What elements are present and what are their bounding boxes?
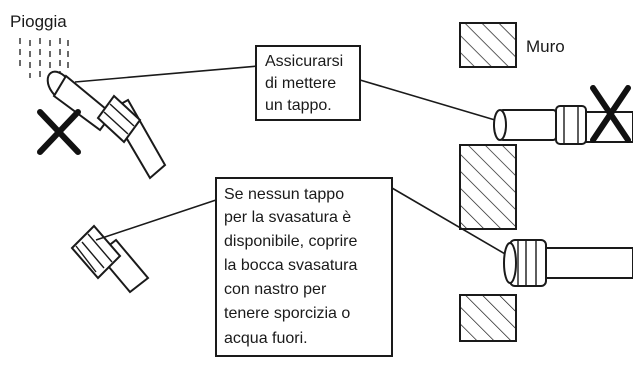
wall-middle xyxy=(459,144,517,230)
uncapped-pipe-icon xyxy=(46,70,167,180)
wall-bottom xyxy=(459,294,517,342)
wall-top xyxy=(459,22,517,68)
leader-line-cap-left xyxy=(74,65,259,83)
callout-cap-line-2: di mettere xyxy=(265,75,336,92)
callout-tape-line-1: Se nessun tappo xyxy=(224,186,344,203)
leader-line-cap-right xyxy=(359,79,496,121)
callout-tape-line-3: disponibile, coprire xyxy=(224,233,358,250)
callout-box-tape xyxy=(215,177,393,357)
callout-tape-line-6: tenere sporcizia o xyxy=(224,305,350,322)
callout-box-cap xyxy=(255,45,361,121)
leader-line-tape-left xyxy=(95,199,217,241)
taped-pipe-left-icon xyxy=(70,224,150,294)
callout-tape-line-7: acqua fuori. xyxy=(224,330,308,347)
callout-cap-line-1: Assicurarsi xyxy=(265,53,343,70)
flare-nut-icon xyxy=(96,94,142,144)
callout-cap-line-3: un tappo. xyxy=(265,97,332,114)
flare-pipe-right-icon xyxy=(503,239,633,287)
leader-line-tape-right xyxy=(391,187,513,259)
callout-tape-line-5: con nastro per xyxy=(224,281,327,298)
callout-tape-line-2: per la svasatura è xyxy=(224,209,351,226)
flare-nut-icon xyxy=(70,224,122,280)
x-mark-icon xyxy=(37,109,81,155)
flare-nut-icon xyxy=(555,105,587,145)
callout-tape-line-4: la bocca svasatura xyxy=(224,257,358,274)
wall-label: Muro xyxy=(526,37,565,56)
x-mark-icon xyxy=(590,85,631,143)
rain-label: Pioggia xyxy=(10,12,67,31)
